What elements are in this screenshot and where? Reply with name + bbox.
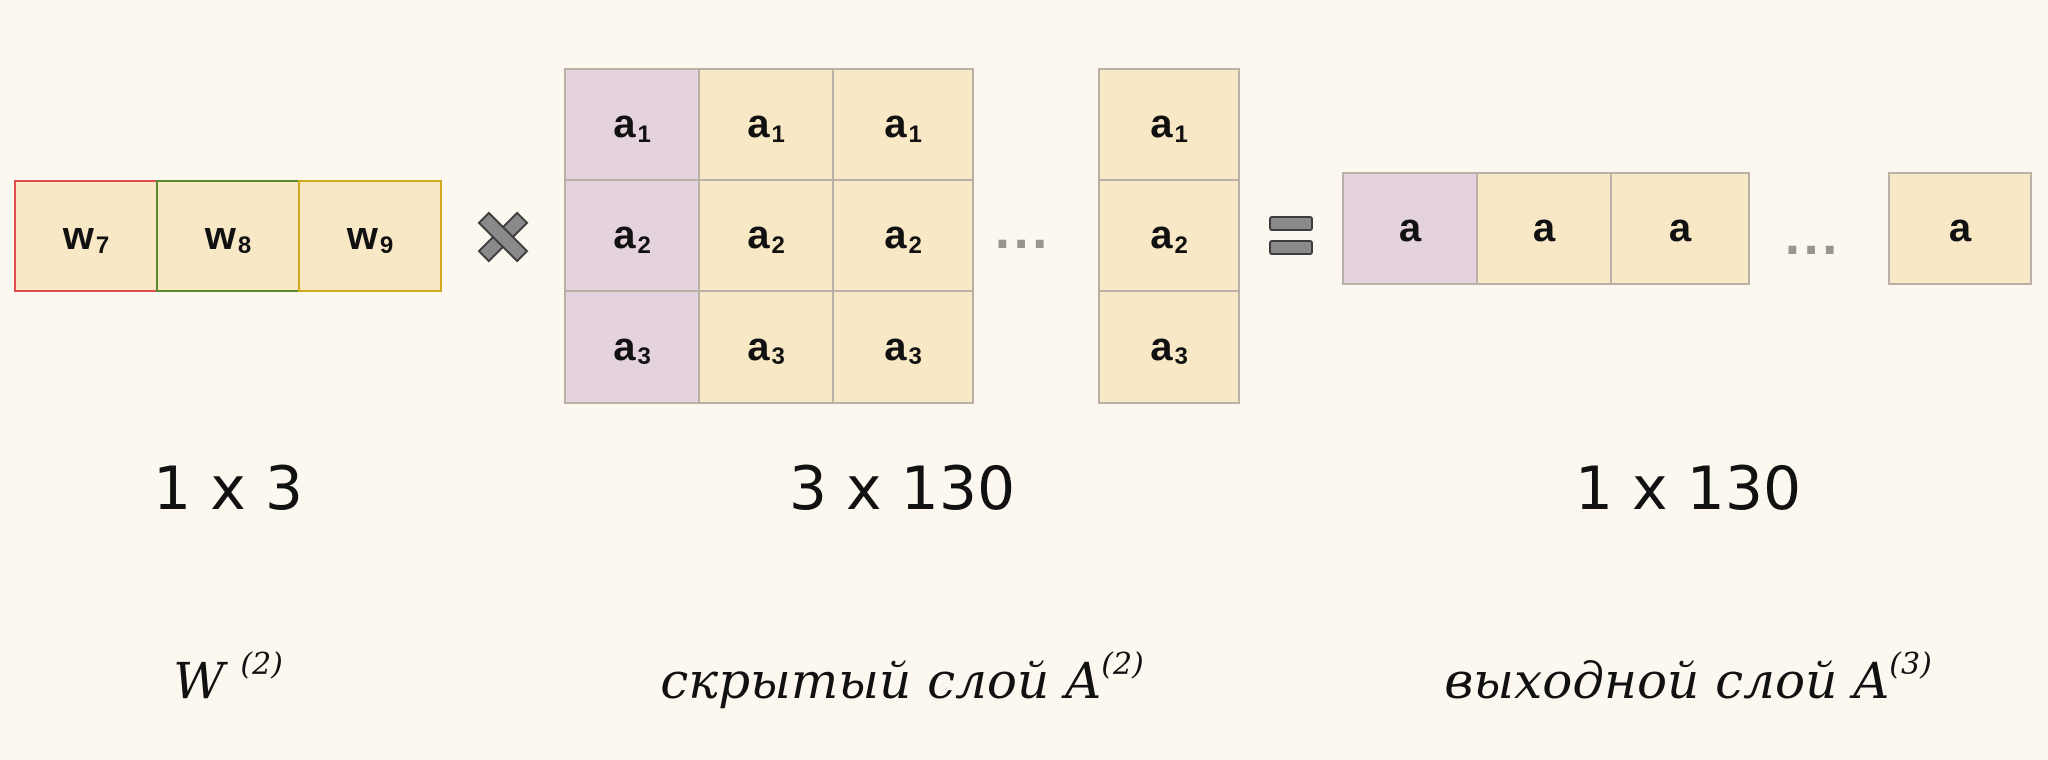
output-cell: a <box>1342 172 1478 285</box>
output-ellipsis: ... <box>1784 214 1841 265</box>
weights-dimension-label: 1 x 3 <box>153 454 303 524</box>
matrix-ellipsis: ... <box>994 208 1051 259</box>
equals-icon <box>1269 216 1313 255</box>
output-dimension-label: 1 x 130 <box>1574 454 1802 524</box>
hidden-layer-dimension-label: 3 x 130 <box>788 454 1016 524</box>
output-last-cell: a <box>1888 172 2032 285</box>
hidden-layer-caption: скрытый слой A(2) <box>660 647 1144 710</box>
output-cell: a <box>1476 172 1612 285</box>
output-layer-caption: выходной слой A(3) <box>1444 647 1932 710</box>
weights-caption: W (2) <box>173 647 283 710</box>
multiply-icon <box>477 211 529 263</box>
output-cell: a <box>1610 172 1750 285</box>
